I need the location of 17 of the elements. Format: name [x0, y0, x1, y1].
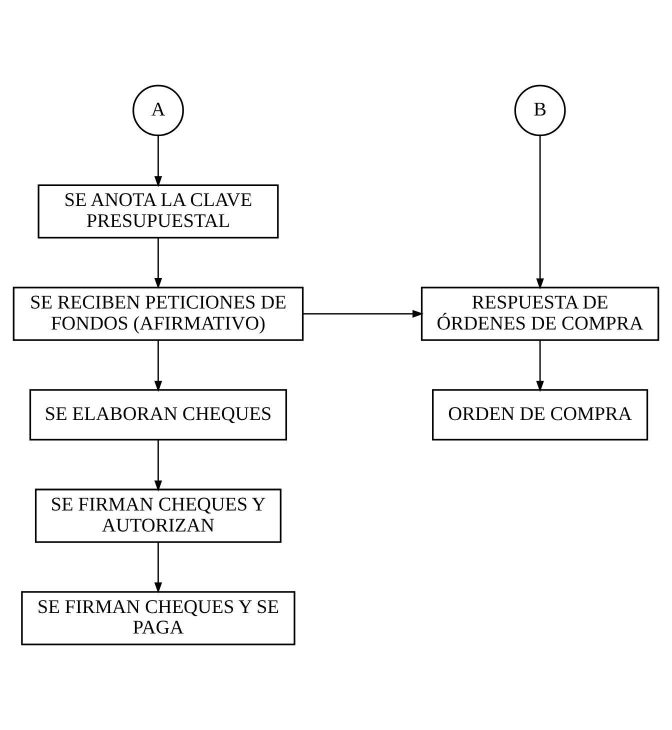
- node-box: ORDEN DE COMPRA: [432, 389, 648, 441]
- arrow: [536, 136, 544, 290]
- node-box: SE FIRMAN CHEQUES Y AUTORIZAN: [34, 488, 282, 543]
- node-box: RESPUESTA DE ÓRDENES DE COMPRA: [420, 286, 660, 341]
- arrow: [154, 542, 162, 594]
- node-circle: A: [132, 84, 184, 136]
- node-circle: B: [514, 84, 566, 136]
- arrow: [154, 340, 162, 392]
- arrow: [154, 136, 162, 188]
- node-box: SE FIRMAN CHEQUES Y SE PAGA: [21, 591, 296, 646]
- arrow: [302, 310, 424, 318]
- arrow: [154, 238, 162, 290]
- node-box: SE RECIBEN PETICIONES DE FONDOS (AFIRMATIVO): [12, 286, 304, 341]
- node-box: SE ANOTA LA CLAVE PRESUPUESTAL: [38, 184, 279, 239]
- arrow: [536, 340, 544, 392]
- node-box: SE ELABORAN CHEQUES: [29, 389, 288, 441]
- arrow: [154, 440, 162, 492]
